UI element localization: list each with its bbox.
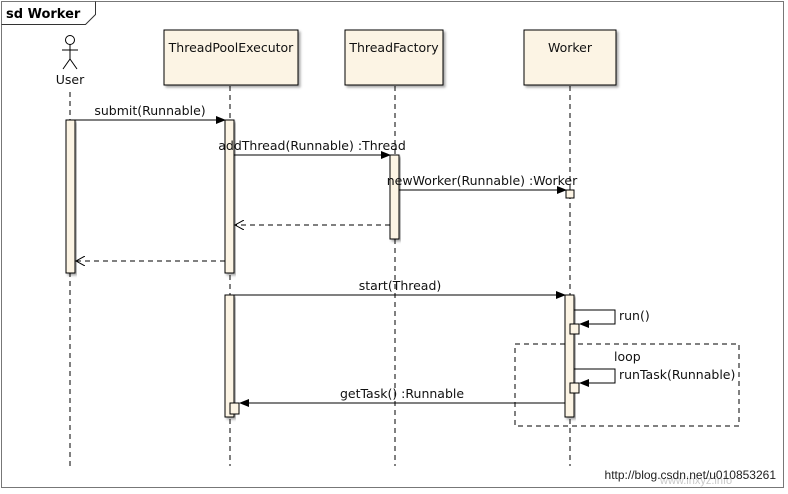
frame-title-tab (1, 1, 96, 25)
watermark-overlay: www.inxyz.info (659, 475, 732, 487)
loop-fragment-label: loop (614, 349, 641, 364)
lifeline-head-threadpoolexecutor (163, 29, 299, 86)
message-gettask-label: getTask() :Runnable (340, 386, 464, 401)
message-submit-label: submit(Runnable) (94, 103, 205, 118)
actor-user-icon (62, 35, 78, 70)
activation-threadpoolexecutor-2 (224, 294, 235, 418)
message-run-arrow (574, 309, 616, 328)
message-run-label: run() (619, 308, 650, 323)
lifeline-head-threadfactory (344, 29, 444, 86)
message-newworker-label: newWorker(Runnable) :Worker (387, 173, 578, 188)
loop-fragment (514, 343, 740, 427)
activation-threadpoolexecutor-gettask (229, 402, 240, 415)
lifeline-label-worker: Worker (548, 40, 593, 55)
activation-worker-create (565, 189, 575, 199)
activation-threadfactory (389, 154, 400, 240)
message-runtask-arrow (574, 368, 616, 387)
lifeline-head-worker (523, 29, 617, 86)
activation-worker (564, 294, 575, 418)
lifeline-label-threadfactory: ThreadFactory (348, 40, 439, 55)
activation-user (65, 119, 76, 274)
actor-user-label: User (56, 72, 85, 87)
message-start-label: start(Thread) (359, 278, 442, 293)
frame-title: sd Worker (6, 7, 81, 22)
activation-worker-runtask (569, 382, 580, 394)
lifeline-label-threadpoolexecutor: ThreadPoolExecutor (168, 40, 295, 55)
activation-threadpoolexecutor-1 (224, 119, 235, 274)
message-runtask-label: runTask(Runnable) (619, 367, 735, 382)
message-addthread-label: addThread(Runnable) :Thread (218, 138, 406, 153)
activation-worker-run (569, 323, 580, 335)
watermark-url: http://blog.csdn.net/u010853261 (605, 468, 777, 482)
